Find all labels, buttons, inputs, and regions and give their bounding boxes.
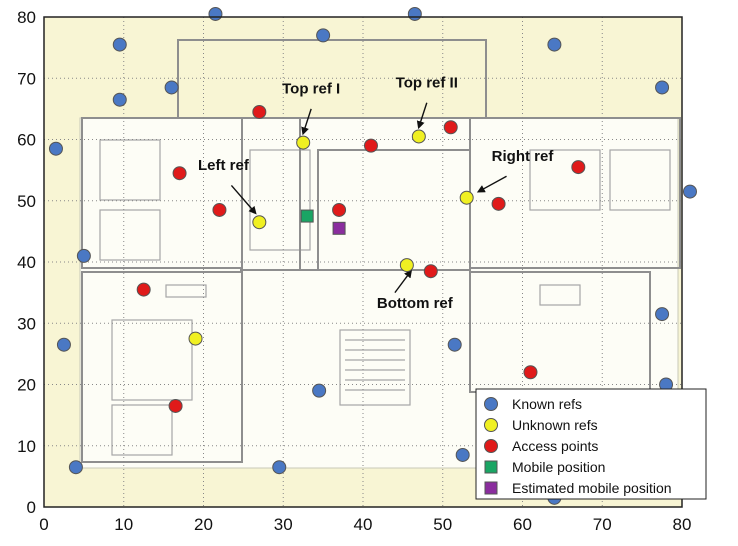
annotation-arrow: [230, 184, 257, 215]
annotation-label: Right ref: [492, 148, 555, 165]
marker-access-points: [332, 202, 347, 217]
x-tick-label: 50: [433, 515, 452, 534]
legend-marker: [484, 439, 498, 453]
legend-marker: [484, 481, 498, 495]
x-tick-label: 40: [354, 515, 373, 534]
marker-known-refs: [112, 37, 127, 52]
marker-known-refs: [164, 80, 179, 95]
x-tick-label: 10: [114, 515, 133, 534]
legend-label: Access points: [512, 438, 598, 454]
legend-label: Unknown refs: [512, 417, 598, 433]
annotation-label: Bottom ref: [377, 295, 454, 312]
marker-access-points: [491, 196, 506, 211]
marker-access-points: [172, 166, 187, 181]
marker-known-refs: [48, 141, 63, 156]
plot-frame: [43, 16, 683, 508]
marker-unknown-refs: [399, 258, 414, 273]
annotations: Top ref I Top ref II Left ref Right refBott…: [198, 74, 554, 312]
marker-access-points: [571, 160, 586, 175]
x-tick-label: 80: [673, 515, 692, 534]
marker-access-points: [168, 398, 183, 413]
marker-known-refs: [447, 337, 462, 352]
marker-access-points: [423, 264, 438, 279]
legend-label: Known refs: [512, 396, 582, 412]
y-tick-label: 0: [27, 498, 36, 517]
annotation-arrow: [301, 108, 312, 136]
marker-access-points: [363, 138, 378, 153]
marker-access-points: [523, 365, 538, 380]
legend-label: Estimated mobile position: [512, 480, 672, 496]
y-tick-label: 20: [17, 376, 36, 395]
marker-access-points: [443, 120, 458, 135]
y-tick-label: 10: [17, 437, 36, 456]
legend-marker: [484, 397, 498, 411]
marker-known-refs: [655, 307, 670, 322]
x-tick-label: 70: [593, 515, 612, 534]
x-tick-label: 30: [274, 515, 293, 534]
marker-known-refs: [56, 337, 71, 352]
marker-mobile-position: [300, 209, 314, 223]
marker-known-refs: [68, 460, 83, 475]
marker-unknown-refs: [296, 135, 311, 150]
marker-known-refs: [312, 383, 327, 398]
marker-known-refs: [208, 6, 223, 21]
marker-unknown-refs: [411, 129, 426, 144]
axis-ticks: 0 10 20 30 40 50 60 70 80 0 10 20 30 40 50 60 70 80: [17, 8, 691, 534]
annotation-label: Left ref: [198, 157, 250, 174]
legend-marker: [484, 418, 498, 432]
marker-unknown-refs: [252, 215, 267, 230]
y-tick-label: 80: [17, 8, 36, 27]
y-tick-label: 70: [17, 69, 36, 88]
marker-estimated-mobile-position: [332, 221, 346, 235]
marker-access-points: [136, 282, 151, 297]
legend-marker: [484, 460, 498, 474]
marker-known-refs: [316, 28, 331, 43]
marker-access-points: [212, 202, 227, 217]
annotation-arrow: [416, 102, 428, 130]
marker-known-refs: [407, 6, 422, 21]
y-tick-label: 60: [17, 131, 36, 150]
annotation-label: Top ref I: [282, 81, 340, 98]
x-tick-label: 60: [513, 515, 532, 534]
marker-unknown-refs: [188, 331, 203, 346]
y-tick-label: 50: [17, 192, 36, 211]
annotation-label: Top ref II: [396, 74, 458, 91]
marker-known-refs: [547, 37, 562, 52]
marker-known-refs: [455, 447, 470, 462]
marker-known-refs: [272, 460, 287, 475]
annotation-arrow: [394, 269, 413, 294]
legend-box: [475, 388, 707, 500]
marker-known-refs: [76, 248, 91, 263]
marker-known-refs: [655, 80, 670, 95]
annotation-arrow: [476, 175, 507, 193]
marker-access-points: [252, 104, 267, 119]
y-tick-label: 40: [17, 253, 36, 272]
marker-known-refs: [112, 92, 127, 107]
marker-known-refs: [682, 184, 697, 199]
x-tick-label: 0: [39, 515, 48, 534]
y-tick-label: 30: [17, 314, 36, 333]
legend-label: Mobile position: [512, 459, 605, 475]
x-tick-label: 20: [194, 515, 213, 534]
marker-unknown-refs: [459, 190, 474, 205]
